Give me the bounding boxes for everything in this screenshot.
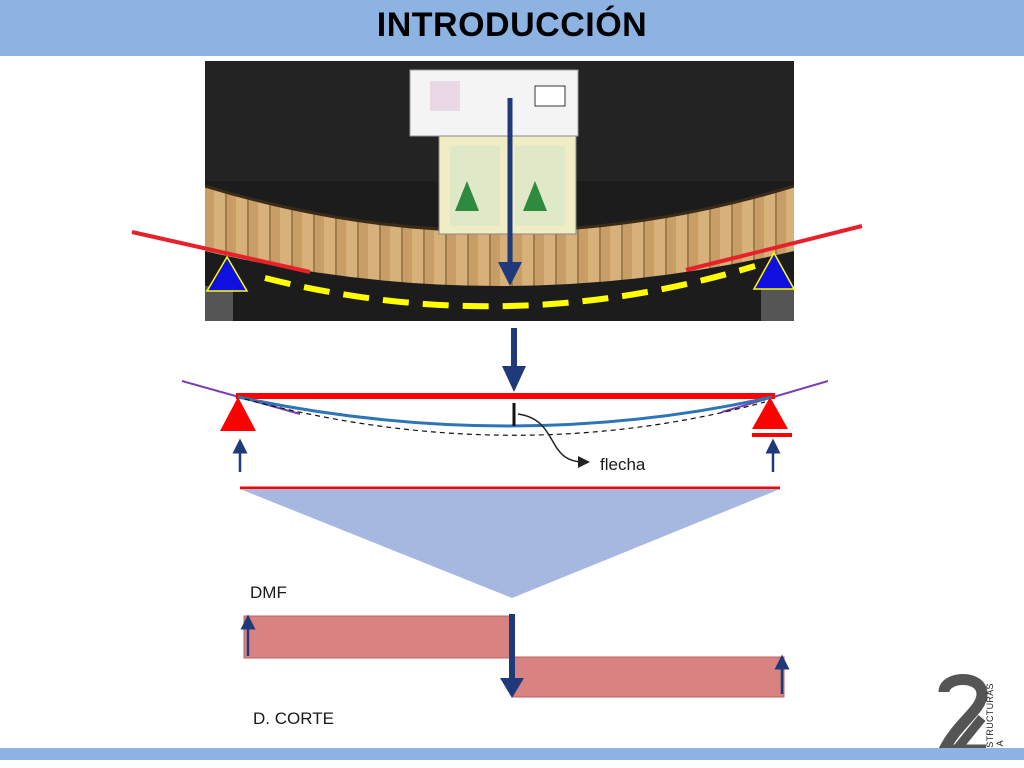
left-support — [220, 397, 256, 431]
right-support-triangle — [752, 251, 796, 290]
deflection-pointer — [517, 413, 590, 468]
left-slope-line — [131, 230, 311, 274]
logo-icon — [935, 674, 988, 756]
shear-positive-block — [243, 615, 513, 659]
shear-negative-block — [511, 656, 785, 698]
header-bar — [0, 0, 1024, 56]
deflection-label: flecha — [600, 455, 646, 474]
deflected-beam-curve — [237, 395, 773, 428]
right-support — [752, 397, 788, 429]
load-arrow-head — [502, 366, 526, 392]
right-slope-line — [685, 224, 863, 272]
elastic-curve-dashed — [264, 263, 756, 310]
footer-bar — [0, 748, 1024, 760]
milk-carton — [409, 69, 579, 137]
logo-text: ESTRUCTURAS 2 A — [985, 683, 1005, 754]
wooden-beam — [205, 186, 794, 286]
moment-diagram-label: DMF — [250, 583, 287, 602]
photo-load-arrow-head — [498, 262, 522, 286]
moment-diagram — [240, 489, 780, 598]
shear-load-arrow-head — [500, 678, 524, 698]
left-support-triangle — [205, 255, 249, 292]
deflection-dashed-curve — [244, 398, 766, 436]
shear-diagram-label: D. CORTE — [253, 709, 334, 728]
slide-title: INTRODUCCIÓN — [376, 6, 648, 44]
beam-photo — [205, 61, 794, 321]
